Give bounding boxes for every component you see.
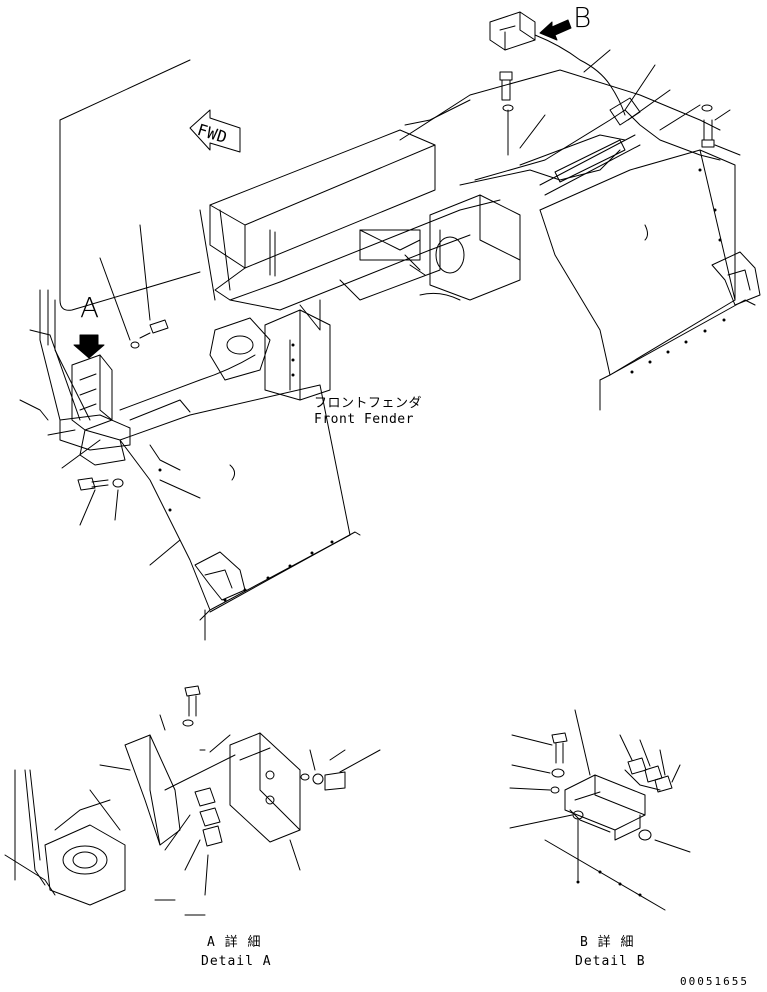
detail-b-drawing <box>509 709 691 911</box>
front-fender-label-jp: フロントフェンダ <box>314 396 423 411</box>
work-light-a <box>59 354 131 466</box>
detail-a-drawing <box>4 685 381 916</box>
arrow-b-icon <box>539 19 572 41</box>
detail-a-title-en: Detail A <box>201 954 272 969</box>
detail-b-title-jp: B 詳 細 <box>580 935 635 950</box>
leader-lines-main <box>47 49 741 566</box>
rear-box <box>404 194 521 301</box>
main-assembly <box>19 11 761 641</box>
detail-a-title-jp: A 詳 細 <box>207 935 262 950</box>
connector-b <box>489 11 626 116</box>
arrow-a-icon <box>73 334 105 359</box>
battery-box <box>209 129 436 277</box>
fwd-arrow-icon <box>189 109 241 153</box>
rear-fender <box>539 149 761 411</box>
bolts-main <box>77 71 715 491</box>
drawing-number: 00051655 <box>680 975 749 988</box>
front-fender-label-en: Front Fender <box>314 412 414 427</box>
view-b-letter: B <box>573 1 592 34</box>
detail-b-title-en: Detail B <box>575 954 646 969</box>
front-fender <box>119 309 361 641</box>
view-a-letter: A <box>80 291 100 324</box>
